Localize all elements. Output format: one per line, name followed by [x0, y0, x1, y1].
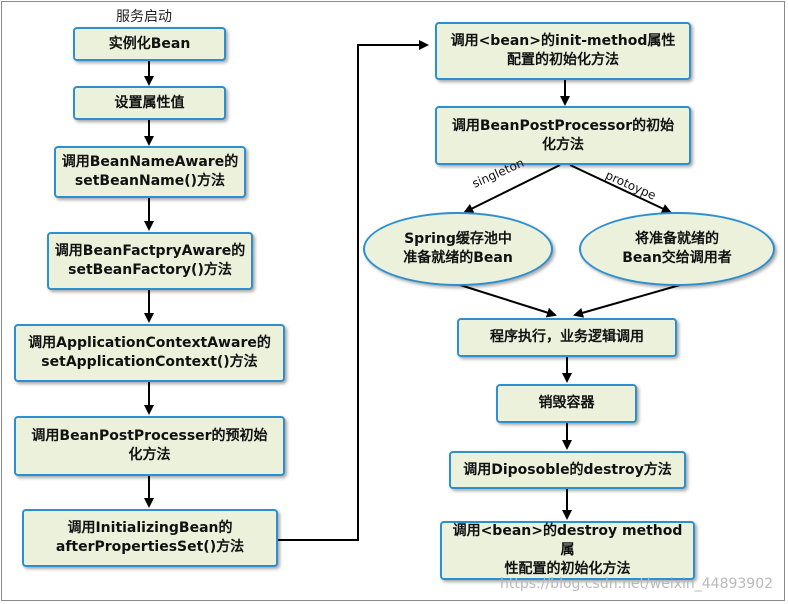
- node-set-properties: 设置属性值: [73, 86, 226, 120]
- arrow-singleton-to-logic: [459, 284, 557, 318]
- node-beanfactory-aware: 调用BeanFactpryAware的 setBeanFactory()方法: [47, 232, 253, 290]
- watermark: https://blog.csdn.net/weixin_44893902: [500, 576, 774, 592]
- arrow-to-prototype: [569, 164, 672, 214]
- node-singleton-cache: Spring缓存池中 准备就绪的Bean: [363, 212, 553, 286]
- node-instantiate-bean: 实例化Bean: [73, 27, 226, 61]
- node-postprocessor-preinit: 调用BeanPostProcesser的预初始 化方法: [14, 416, 285, 476]
- node-business-logic: 程序执行，业务逻辑调用: [457, 318, 677, 357]
- start-label: 服务启动: [116, 9, 172, 25]
- node-appcontext-aware: 调用ApplicationContextAware的 setApplicatio…: [14, 324, 285, 382]
- node-disposable-destroy: 调用Diposoble的destroy方法: [449, 451, 686, 489]
- node-prototype-caller: 将准备就绪的 Bean交给调用者: [579, 212, 775, 286]
- node-beanname-aware: 调用BeanNameAware的 setBeanName()方法: [54, 146, 246, 198]
- node-destroy-method: 调用<bean>的destroy method属 性配置的初始化方法: [440, 521, 695, 580]
- node-destroy-container: 销毁容器: [496, 384, 637, 423]
- arrow-initializingbean-to-initmethod: [278, 40, 429, 541]
- arrow-prototype-to-logic: [573, 284, 681, 318]
- node-initializing-bean: 调用InitializingBean的 afterPropertiesSet()…: [22, 509, 278, 567]
- node-init-method: 调用<bean>的init-method属性 配置的初始化方法: [435, 22, 691, 80]
- node-postprocessor-init: 调用BeanPostProcessor的初始 化方法: [435, 106, 691, 165]
- arrow-to-singleton: [463, 164, 561, 213]
